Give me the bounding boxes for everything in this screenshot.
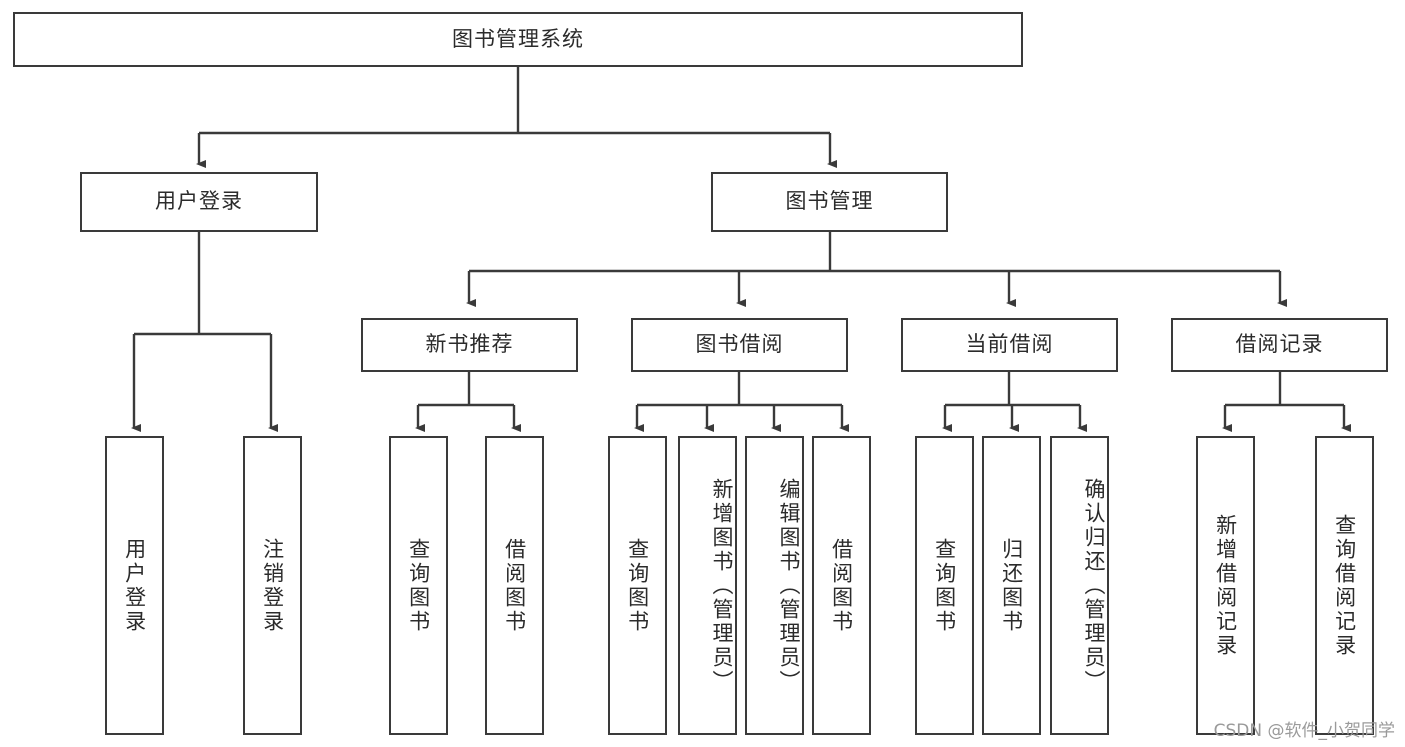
leaf-new-book-query-books[interactable]: 查询图书 xyxy=(389,436,448,735)
leaf-user-login-login[interactable]: 用户登录 xyxy=(105,436,164,735)
node-label: 归还图书 xyxy=(999,537,1024,634)
node-label: 新增借阅记录 xyxy=(1213,513,1238,658)
node-label: 图书借阅 xyxy=(695,332,784,357)
node-label: 编辑图书（管理员） xyxy=(777,477,801,694)
node-label: 确认归还（管理员） xyxy=(1082,477,1106,694)
leaf-book-borrow-add-book-admin[interactable]: 新增图书（管理员） xyxy=(678,436,737,735)
node-label: 新书推荐 xyxy=(425,332,514,357)
node-new-book-recommendation[interactable]: 新书推荐 xyxy=(361,318,578,372)
node-label: 借阅图书 xyxy=(502,537,527,634)
node-borrowing-records[interactable]: 借阅记录 xyxy=(1171,318,1388,372)
node-label: 借阅图书 xyxy=(829,537,854,634)
node-label: 图书管理系统 xyxy=(452,26,584,51)
node-label: 借阅记录 xyxy=(1235,332,1324,357)
leaf-book-borrow-borrow-books[interactable]: 借阅图书 xyxy=(812,436,871,735)
node-label: 用户登录 xyxy=(122,537,147,634)
leaf-book-borrow-edit-book-admin[interactable]: 编辑图书（管理员） xyxy=(745,436,804,735)
node-label: 新增图书（管理员） xyxy=(710,477,734,694)
leaf-new-book-borrow-books[interactable]: 借阅图书 xyxy=(485,436,544,735)
node-label: 查询借阅记录 xyxy=(1332,513,1357,658)
leaf-book-borrow-query-books[interactable]: 查询图书 xyxy=(608,436,667,735)
node-book-management[interactable]: 图书管理 xyxy=(711,172,948,232)
node-label: 查询图书 xyxy=(625,537,650,634)
node-current-borrowing[interactable]: 当前借阅 xyxy=(901,318,1118,372)
leaf-current-borrow-confirm-return-admin[interactable]: 确认归还（管理员） xyxy=(1050,436,1109,735)
node-label: 注销登录 xyxy=(260,537,285,634)
node-label: 图书管理 xyxy=(785,189,874,214)
node-label: 查询图书 xyxy=(406,537,431,634)
node-root-library-management-system[interactable]: 图书管理系统 xyxy=(13,12,1023,67)
leaf-user-login-logout[interactable]: 注销登录 xyxy=(243,436,302,735)
leaf-borrow-records-query-record[interactable]: 查询借阅记录 xyxy=(1315,436,1374,735)
leaf-current-borrow-return-books[interactable]: 归还图书 xyxy=(982,436,1041,735)
node-label: 当前借阅 xyxy=(965,332,1054,357)
leaf-current-borrow-query-books[interactable]: 查询图书 xyxy=(915,436,974,735)
node-label: 用户登录 xyxy=(155,189,243,214)
node-label: 查询图书 xyxy=(932,537,957,634)
node-user-login[interactable]: 用户登录 xyxy=(80,172,318,232)
leaf-borrow-records-add-record[interactable]: 新增借阅记录 xyxy=(1196,436,1255,735)
node-book-borrowing[interactable]: 图书借阅 xyxy=(631,318,848,372)
